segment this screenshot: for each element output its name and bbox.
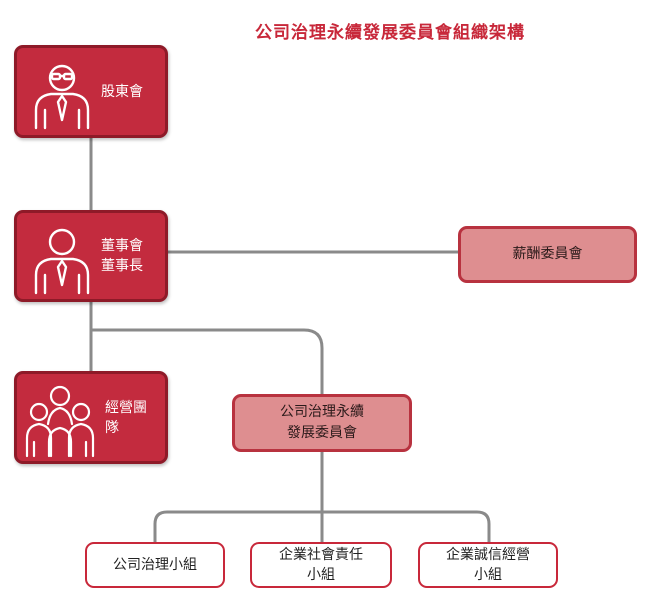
board-label: 董事會 董事長 (101, 236, 159, 276)
compensation-committee-box: 薪酬委員會 (458, 226, 637, 283)
csr-group-line1: 企業社會責任 (279, 547, 363, 563)
shareholders-label: 股東會 (101, 83, 143, 100)
integrity-group-box: 企業誠信經營 小組 (418, 542, 558, 588)
sustainability-committee-line2: 發展委員會 (287, 425, 357, 441)
person-with-glasses-icon (34, 64, 90, 130)
board-label-line2: 董事長 (101, 258, 143, 274)
chart-title: 公司治理永續發展委員會組織架構 (255, 23, 525, 43)
person-icon (34, 228, 90, 295)
management-box: 經營團隊 (14, 371, 168, 464)
csr-group-line2: 小組 (307, 567, 335, 583)
connector-board-sustainability (91, 328, 324, 395)
sustainability-committee-box: 公司治理永續 發展委員會 (232, 394, 412, 452)
shareholders-box: 股東會 (14, 45, 168, 138)
integrity-group-line2: 小組 (474, 567, 502, 583)
group-icon (25, 385, 95, 458)
board-box: 董事會 董事長 (14, 210, 168, 302)
governance-group-box: 公司治理小組 (85, 542, 225, 588)
management-label: 經營團隊 (105, 399, 147, 436)
sustainability-committee-line1: 公司治理永續 (280, 404, 364, 420)
governance-group-label: 公司治理小組 (113, 557, 197, 573)
compensation-committee-label: 薪酬委員會 (512, 246, 583, 262)
csr-group-box: 企業社會責任 小組 (250, 542, 392, 588)
integrity-group-line1: 企業誠信經營 (446, 547, 530, 563)
board-label-line1: 董事會 (101, 238, 143, 254)
